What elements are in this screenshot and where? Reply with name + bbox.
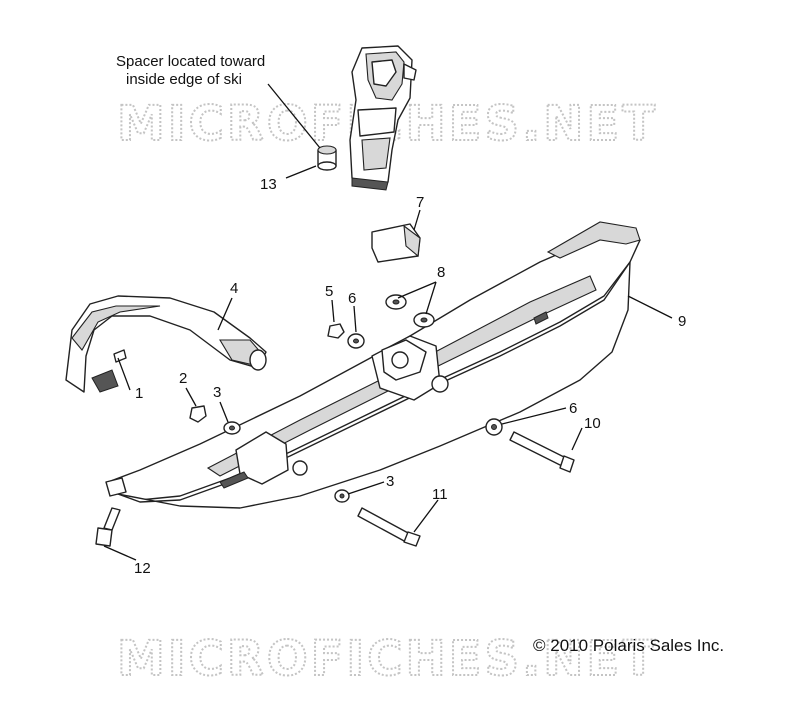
washer-6a: [347, 333, 365, 349]
bolt-12: [95, 507, 121, 547]
callout-6-upper: 6: [348, 290, 356, 307]
washer-6b: [485, 418, 503, 436]
callout-8: 8: [437, 264, 445, 281]
ski-body: [105, 221, 641, 509]
nut-2: [189, 405, 207, 423]
callout-11: 11: [432, 486, 448, 503]
callout-2: 2: [179, 370, 187, 387]
callout-6-lower: 6: [569, 400, 577, 417]
spacer-note-line2: inside edge of ski: [126, 71, 242, 88]
leader-lines: [103, 83, 673, 561]
washer-8b: [413, 312, 435, 328]
callout-13: 13: [260, 176, 277, 193]
callout-3-lower: 3: [386, 473, 394, 490]
spindle-upright: [349, 45, 417, 191]
bolt-10: [509, 431, 575, 473]
callout-9: 9: [678, 313, 686, 330]
wear-pad: [371, 223, 421, 263]
callout-4: 4: [230, 280, 238, 297]
spacer: [317, 145, 337, 171]
callout-5: 5: [325, 283, 333, 300]
watermark-bottom: MICROFICHES.NET: [117, 631, 658, 687]
callout-10: 10: [584, 415, 601, 432]
ski-handle: [65, 295, 267, 393]
washer-8a: [385, 294, 407, 310]
callout-1: 1: [135, 385, 143, 402]
bolt-11: [357, 507, 421, 547]
nut-5: [327, 323, 345, 339]
copyright: © 2010 Polaris Sales Inc.: [533, 636, 724, 655]
washer-3a: [223, 421, 241, 435]
washer-3b: [334, 489, 350, 503]
callout-7: 7: [416, 194, 424, 211]
callout-12: 12: [134, 560, 151, 577]
spacer-note-line1: Spacer located toward: [116, 53, 265, 70]
callout-3-upper: 3: [213, 384, 221, 401]
